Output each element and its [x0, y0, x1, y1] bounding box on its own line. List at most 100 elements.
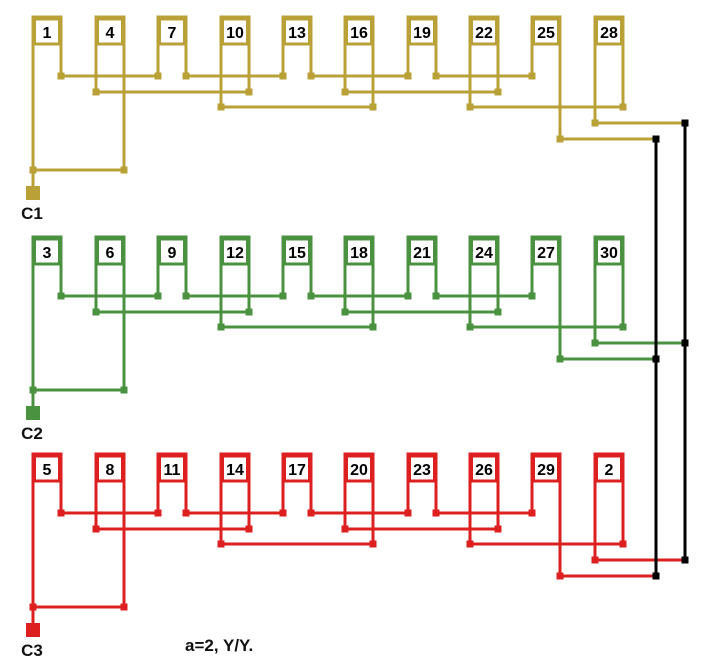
- coil-label-box: [532, 17, 560, 46]
- junction-dot: [245, 88, 253, 96]
- junction-dot: [341, 308, 349, 316]
- coil-label-box: [595, 237, 623, 266]
- coil-number: 9: [168, 245, 177, 262]
- coil-label-box: [408, 454, 436, 483]
- junction-dot: [120, 386, 128, 394]
- coil-10: [219, 15, 251, 107]
- junction-dot: [432, 292, 440, 300]
- coil-number: 25: [537, 25, 555, 42]
- junction-dot: [556, 572, 564, 580]
- coil-12: [219, 235, 251, 327]
- coil-label-box: [96, 237, 124, 266]
- coil-15: [281, 235, 313, 296]
- coil-label-box: [158, 237, 186, 266]
- coil-number: 29: [537, 462, 555, 479]
- coil-label-box: [345, 237, 373, 266]
- coil-13: [281, 15, 313, 76]
- coil-label-box: [595, 17, 623, 46]
- junction-dot: [466, 323, 474, 331]
- coil-number: 11: [164, 462, 181, 479]
- coil-label-box: [158, 17, 186, 46]
- terminal-label: C2: [21, 424, 43, 443]
- coil-23: [406, 452, 438, 513]
- coil-18: [343, 235, 375, 327]
- coil-label-box: [470, 454, 498, 483]
- coil-label-box: [345, 17, 373, 46]
- junction-dot: [494, 308, 502, 316]
- coil-number: 10: [226, 25, 244, 42]
- coil-number: 3: [43, 245, 52, 262]
- junction-dot: [182, 292, 190, 300]
- coil-26: [468, 452, 500, 544]
- junction-dot: [217, 103, 225, 111]
- coil-number: 18: [350, 245, 368, 262]
- junction-dot: [556, 355, 564, 363]
- junction-dot: [528, 72, 536, 80]
- coil-number: 8: [106, 462, 115, 479]
- star-junction-dot: [681, 556, 689, 564]
- coil-label-box: [221, 17, 249, 46]
- junction-dot: [528, 292, 536, 300]
- coil-label-box: [33, 237, 61, 266]
- star-junction-dot: [652, 135, 660, 143]
- junction-dot: [591, 119, 599, 127]
- junction-dot: [432, 509, 440, 517]
- junction-dot: [57, 292, 65, 300]
- coil-label-box: [283, 17, 311, 46]
- star-junction-dot: [652, 572, 660, 580]
- coil-label-box: [221, 237, 249, 266]
- coil-number: 19: [413, 25, 431, 42]
- junction-dot: [619, 540, 627, 548]
- coil-number: 21: [413, 245, 431, 262]
- junction-dot: [369, 103, 377, 111]
- coil-7: [156, 15, 188, 76]
- junction-dot: [307, 292, 315, 300]
- junction-dot: [466, 103, 474, 111]
- junction-dot: [120, 166, 128, 174]
- coil-number: 16: [350, 25, 368, 42]
- coil-label-box: [532, 454, 560, 483]
- junction-dot: [619, 323, 627, 331]
- coil-number: 1: [43, 25, 52, 42]
- junction-dot: [92, 525, 100, 533]
- coil-label-box: [345, 454, 373, 483]
- junction-dot: [494, 88, 502, 96]
- junction-dot: [528, 509, 536, 517]
- coil-28: [593, 15, 625, 123]
- coil-number: 30: [600, 245, 618, 262]
- junction-dot: [182, 72, 190, 80]
- coil-label-box: [595, 454, 623, 483]
- coil-24: [468, 235, 500, 327]
- coil-label-box: [33, 17, 61, 46]
- coil-9: [156, 235, 188, 296]
- junction-dot: [92, 88, 100, 96]
- coil-number: 26: [475, 462, 493, 479]
- coil-11: [156, 452, 188, 513]
- star-junction-dot: [652, 355, 660, 363]
- junction-dot: [57, 509, 65, 517]
- junction-dot: [154, 292, 162, 300]
- junction-dot: [591, 556, 599, 564]
- coil-label-box: [283, 454, 311, 483]
- junction-dot: [619, 103, 627, 111]
- coil-label-box: [470, 237, 498, 266]
- coil-label-box: [408, 17, 436, 46]
- junction-dot: [369, 540, 377, 548]
- junction-dot: [369, 323, 377, 331]
- coil-2: [593, 452, 625, 560]
- coil-label-box: [158, 454, 186, 483]
- junction-dot: [307, 72, 315, 80]
- junction-dot: [217, 323, 225, 331]
- junction-dot: [217, 540, 225, 548]
- coil-label-box: [470, 17, 498, 46]
- coil-3: [31, 235, 63, 390]
- junction-dot: [466, 540, 474, 548]
- coil-number: 27: [537, 245, 555, 262]
- junction-dot: [182, 509, 190, 517]
- junction-dot: [307, 509, 315, 517]
- star-junction-dot: [681, 119, 689, 127]
- coil-number: 28: [600, 25, 618, 42]
- coil-29: [530, 452, 562, 576]
- coil-17: [281, 452, 313, 513]
- junction-dot: [92, 308, 100, 316]
